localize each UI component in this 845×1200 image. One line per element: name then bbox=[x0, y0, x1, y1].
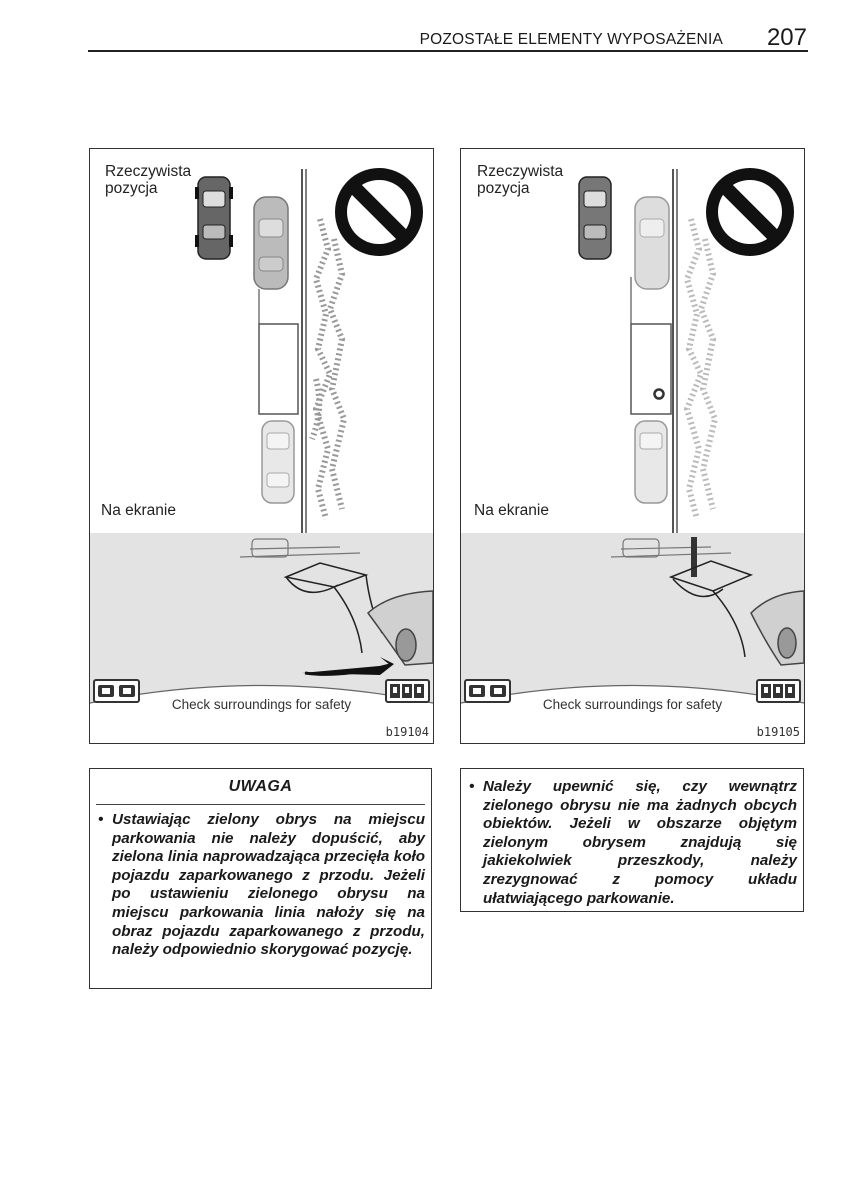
bushes bbox=[687, 219, 715, 519]
actual-car-icon bbox=[579, 177, 611, 259]
parked-car-front-icon bbox=[635, 197, 669, 289]
label-on-screen: Na ekranie bbox=[474, 502, 549, 519]
label-actual-position: Rzeczywista pozycja bbox=[477, 163, 563, 197]
parking-target-box bbox=[631, 324, 671, 414]
camera-view bbox=[461, 533, 804, 721]
camera-view bbox=[90, 533, 433, 721]
page-number: 207 bbox=[767, 24, 807, 52]
label-on-screen: Na ekranie bbox=[101, 502, 176, 519]
warning-rule bbox=[96, 804, 425, 805]
label-actual-position: Rzeczywista pozycja bbox=[105, 163, 191, 197]
guide-lines bbox=[286, 563, 382, 653]
parking-scene bbox=[461, 149, 804, 533]
safety-message: Check surroundings for safety bbox=[90, 697, 433, 712]
camera-screen: Check surroundings for safety bbox=[461, 533, 804, 721]
front-car-image bbox=[751, 591, 804, 665]
camera-screen: Check surroundings for safety bbox=[90, 533, 433, 721]
info-text: Należy upewnić się, czy wewnątrz zielone… bbox=[461, 778, 803, 908]
obstacle-marker bbox=[655, 390, 664, 399]
no-entry-sign-icon bbox=[706, 168, 794, 256]
parking-target-box bbox=[259, 324, 298, 414]
parking-scene bbox=[90, 149, 433, 533]
info-box: Należy upewnić się, czy wewnątrz zielone… bbox=[460, 768, 804, 912]
actual-car-icon bbox=[195, 177, 233, 259]
header-rule bbox=[88, 50, 808, 52]
no-entry-sign-icon bbox=[335, 168, 423, 256]
parked-car-front-icon bbox=[254, 197, 288, 289]
figure-right: Rzeczywista pozycja Na ekranie bbox=[460, 148, 805, 744]
bushes bbox=[312, 219, 344, 519]
guide-lines bbox=[671, 561, 751, 657]
front-car-image bbox=[368, 591, 433, 665]
figure-code: b19104 bbox=[386, 725, 429, 739]
safety-message: Check surroundings for safety bbox=[461, 697, 804, 712]
parked-car-rear-icon bbox=[635, 421, 667, 503]
warning-text: Ustawiając zielony obrys na miejscu park… bbox=[90, 811, 431, 960]
warning-title: UWAGA bbox=[90, 778, 431, 796]
running-header: POZOSTAŁE ELEMENTY WYPOSAŻENIA bbox=[420, 31, 723, 49]
warning-box: UWAGA Ustawiając zielony obrys na miejsc… bbox=[89, 768, 432, 989]
parked-car-rear-icon bbox=[262, 421, 294, 503]
arrow-icon bbox=[302, 657, 394, 675]
figure-left: Rzeczywista pozycja Na ekranie bbox=[89, 148, 434, 744]
obstacle-pole bbox=[691, 537, 697, 577]
figure-code: b19105 bbox=[757, 725, 800, 739]
